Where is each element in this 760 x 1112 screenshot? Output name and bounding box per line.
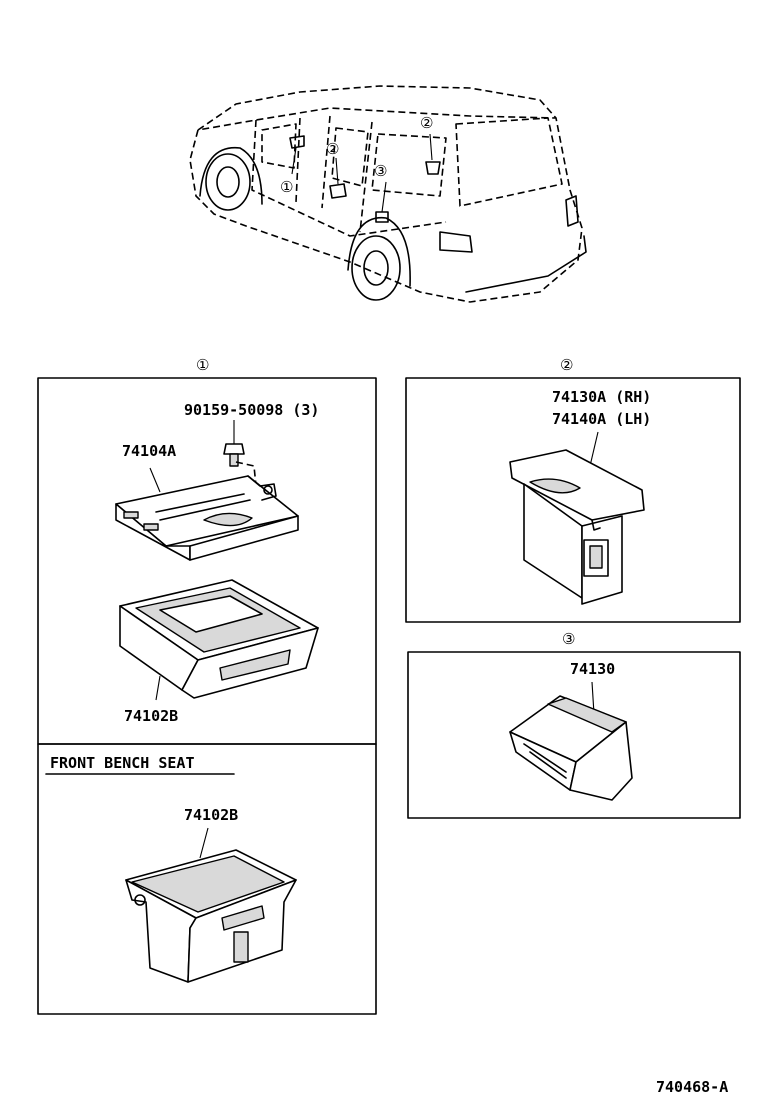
vehicle-marker-2-front: ② <box>326 140 339 158</box>
bench-ashtray-drawing <box>125 827 297 983</box>
bolt-part-number: 90159-50098 (3) <box>184 401 319 419</box>
section-2-box <box>405 377 741 623</box>
ashtray-drawing <box>119 579 319 701</box>
section-2-marker: ② <box>560 356 573 374</box>
bolt-drawing <box>223 420 257 487</box>
ashtray-part-number: 74102B <box>124 707 178 725</box>
vehicle-marker-3: ③ <box>374 162 387 180</box>
part-number-lh: 74140A (LH) <box>552 410 651 428</box>
part-number-rh: 74130A (RH) <box>552 388 651 406</box>
bench-ashtray-part-number: 74102B <box>184 806 238 824</box>
side-ashtray-drawing <box>509 681 633 801</box>
section-3-marker: ③ <box>562 630 575 648</box>
section-3-box <box>407 651 741 819</box>
vehicle-marker-1: ① <box>280 178 293 196</box>
bracket-drawing <box>115 467 299 561</box>
section-3-part-number: 74130 <box>570 660 615 678</box>
section-1-marker: ① <box>196 356 209 374</box>
bracket-part-number: 74104A <box>122 442 176 460</box>
bench-seat-title: FRONT BENCH SEAT <box>50 754 195 772</box>
diagram-code: 740468-A <box>656 1078 728 1096</box>
vehicle-illustration <box>189 85 587 303</box>
vehicle-marker-2-rear: ② <box>420 114 433 132</box>
rear-ashtray-drawing <box>509 431 645 605</box>
bench-seat-box <box>37 743 377 1015</box>
